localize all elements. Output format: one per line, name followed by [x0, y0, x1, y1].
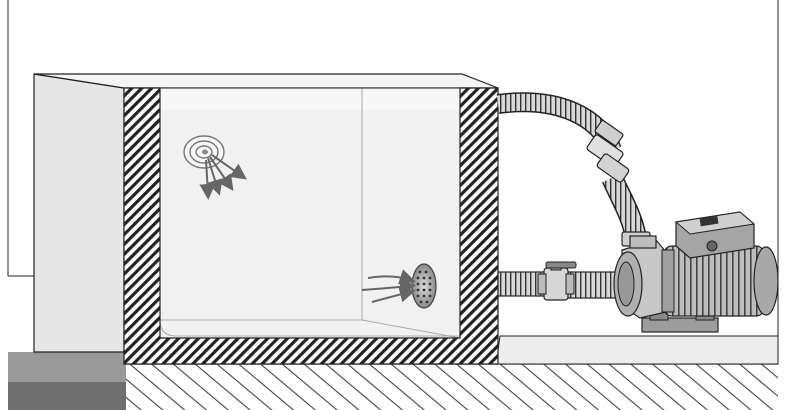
terminal-box — [674, 211, 756, 259]
suction-outlet-grate — [361, 263, 437, 309]
pool-pump — [613, 211, 779, 333]
outlet-flow-arrows — [361, 269, 416, 303]
valve-handle — [545, 261, 577, 269]
pool-basin — [33, 73, 499, 353]
pump-motor — [661, 245, 779, 317]
pool-wall-cross-section — [123, 87, 499, 365]
suction-hose — [497, 271, 619, 299]
ground — [8, 335, 779, 410]
inlet-flow-arrows — [199, 154, 247, 200]
pump-discharge-port — [629, 235, 657, 249]
return-inlet-nozzle — [183, 135, 247, 200]
ball-valve — [537, 261, 577, 301]
